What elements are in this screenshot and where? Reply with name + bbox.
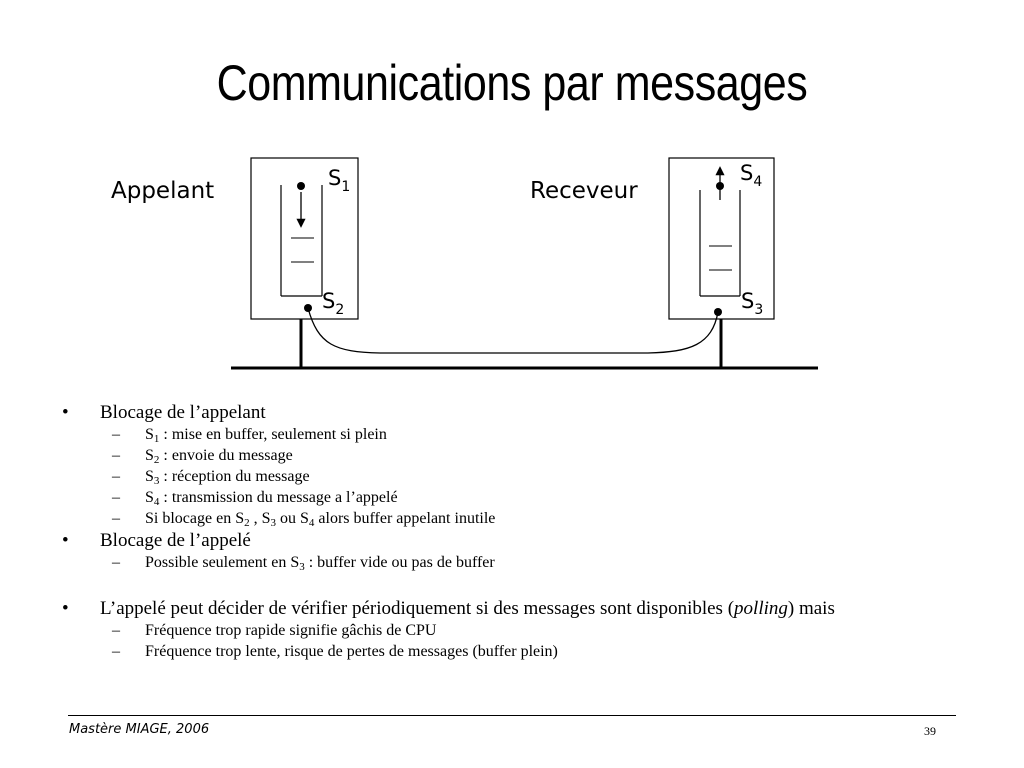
message-diagram: Appelant Receveur S1 S2 S4 S3 — [111, 157, 818, 370]
page-number: 39 — [924, 724, 936, 738]
bullet-polling: L’appelé peut décider de vérifier périod… — [62, 597, 962, 620]
caller-label: Appelant — [111, 178, 214, 204]
sub-bullet-blocking-condition: Si blocage en S2 , S3 ou S4 alors buffer… — [62, 508, 962, 529]
caller-box — [250, 157, 359, 320]
sub-bullet-frequency-slow: Fréquence trop lente, risque de pertes d… — [62, 641, 962, 662]
s2-label: S2 — [322, 289, 344, 318]
caller-buffer — [280, 185, 323, 297]
s1-point — [297, 182, 305, 190]
s4-label: S4 — [740, 161, 762, 190]
bullet-receiver-blocking: Blocage de l’appelé — [62, 529, 962, 552]
s1-label: S1 — [328, 166, 350, 195]
message-channel-curve — [307, 307, 719, 354]
sub-bullet-possible-only: Possible seulement en S3 : buffer vide o… — [62, 552, 962, 573]
bullet-caller-blocking: Blocage de l’appelant — [62, 401, 962, 424]
sub-bullet-s1: S1 : mise en buffer, seulement si plein — [62, 424, 962, 445]
slide-title: Communications par messages — [216, 55, 808, 111]
receiver-label: Receveur — [530, 178, 638, 204]
sub-bullet-s2: S2 : envoie du message — [62, 445, 962, 466]
s3-label: S3 — [741, 289, 763, 318]
sub-bullet-frequency-fast: Fréquence trop rapide signifie gâchis de… — [62, 620, 962, 641]
receiver-buffer — [699, 190, 741, 297]
sub-bullet-s3: S3 : réception du message — [62, 466, 962, 487]
bullet-list: Blocage de l’appelant S1 : mise en buffe… — [62, 401, 962, 662]
sub-bullet-s4: S4 : transmission du message a l’appelé — [62, 487, 962, 508]
footer-divider — [68, 715, 956, 716]
footer-course: Mastère MIAGE, 2006 — [69, 722, 210, 737]
